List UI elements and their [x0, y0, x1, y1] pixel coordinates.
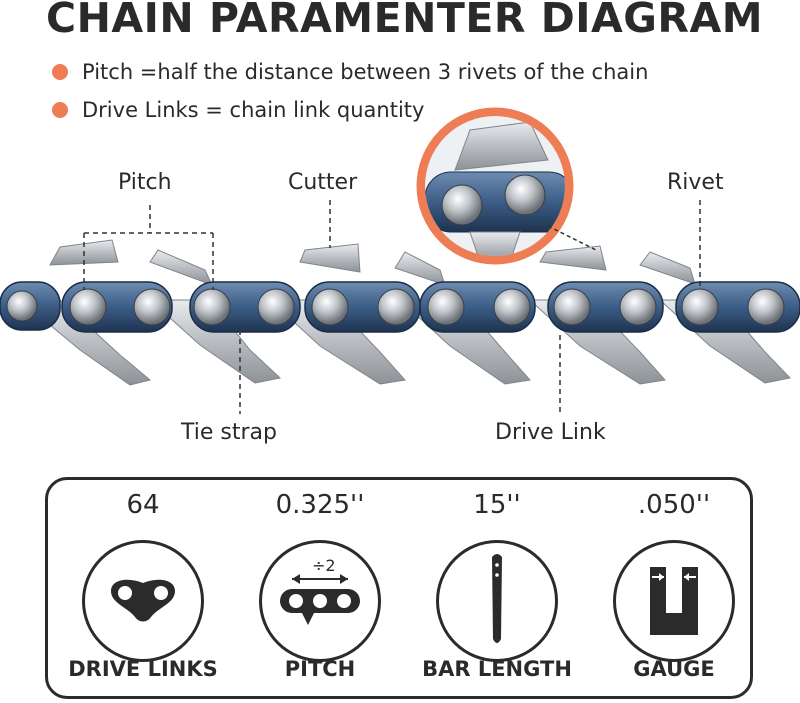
rivet-label: Rivet — [667, 170, 724, 195]
spec-value: 64 — [126, 490, 160, 520]
bullet-drive-links: Drive Links = chain link quantity — [52, 98, 424, 122]
pitch-icon: ÷2 — [259, 540, 381, 662]
tie-strap-label: Tie strap — [181, 420, 277, 445]
pitch-icon-text: ÷2 — [312, 556, 336, 575]
spec-name: GAUGE — [633, 657, 715, 681]
drive-link-icon — [82, 540, 204, 662]
cutter-label: Cutter — [288, 170, 358, 195]
gauge-icon — [613, 540, 735, 662]
cutters-row — [49, 239, 696, 286]
page-title: CHAIN PARAMENTER DIAGRAM — [46, 0, 764, 42]
zoom-detail — [416, 107, 597, 265]
bar-icon — [436, 540, 558, 662]
chain-illustration — [0, 107, 800, 414]
spec-value: 15'' — [473, 490, 521, 520]
spec-name: PITCH — [284, 657, 356, 681]
spec-name: DRIVE LINKS — [68, 657, 218, 681]
spec-panel: 64 DRIVE LINKS 0.325'' ÷2 — [45, 477, 753, 699]
spec-value: 0.325'' — [275, 490, 365, 520]
bullet-dot — [52, 102, 68, 118]
pitch-bracket — [83, 205, 214, 290]
bullet-pitch: Pitch =half the distance between 3 rivet… — [52, 60, 648, 84]
drive-link-label: Drive Link — [495, 420, 606, 445]
bullet-dot — [52, 64, 68, 80]
spec-value: .050'' — [637, 490, 711, 520]
bullet-text: Drive Links = chain link quantity — [82, 98, 425, 122]
spec-name: BAR LENGTH — [422, 657, 572, 681]
pitch-label: Pitch — [118, 170, 172, 195]
rivets-row — [6, 288, 785, 326]
bullet-text: Pitch =half the distance between 3 rivet… — [82, 60, 649, 84]
